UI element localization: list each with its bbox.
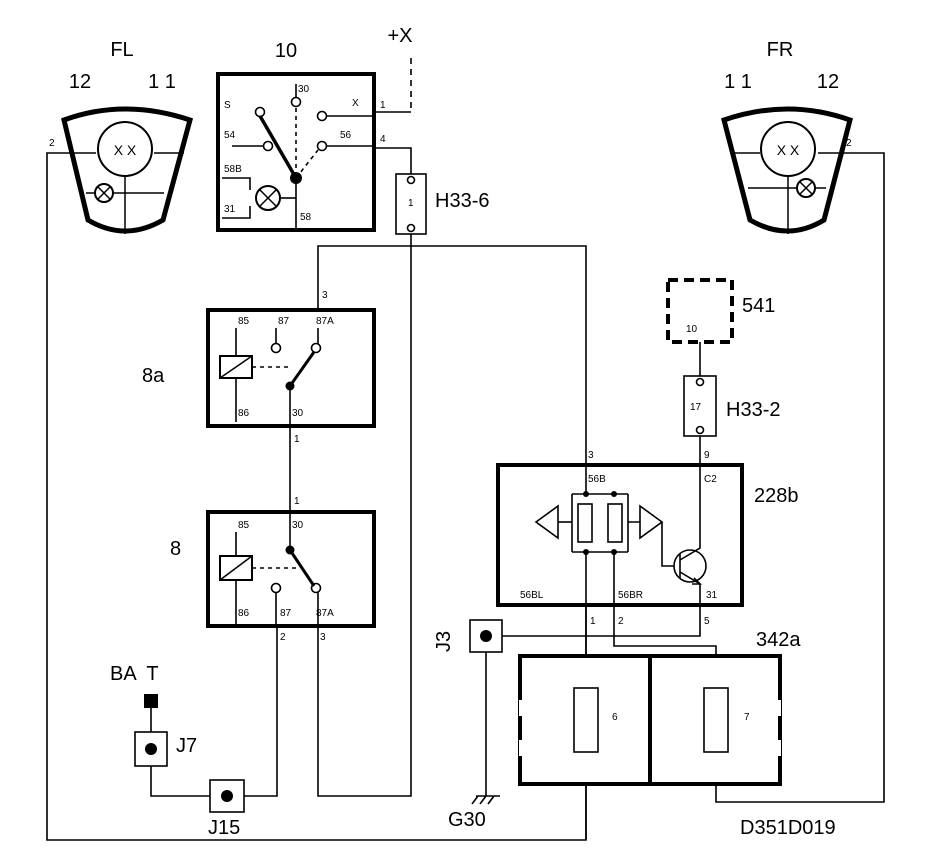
lamp-fr-pin-a: 1 1 — [724, 71, 752, 93]
relay-8a-pin-bottom: 1 — [294, 434, 300, 445]
lamp-fl-label: FL — [110, 39, 133, 61]
wire-h33-6-down — [317, 232, 412, 797]
connector-h33-2: 17 H33-2 — [683, 375, 780, 437]
relay-8: 8 85 30 86 87 87A 1 2 3 — [170, 496, 376, 643]
module-541: 541 10 — [666, 278, 775, 344]
switch-10-term-s: S — [224, 100, 231, 111]
junction-j3: J3 — [433, 619, 503, 653]
switch-10-term-54: 54 — [224, 130, 236, 141]
h33-6-label: H33-6 — [435, 190, 489, 212]
switch-10-term-x: X — [352, 98, 359, 109]
h33-6-pin: 1 — [408, 198, 414, 209]
light-switch-10: 10 S 30 X 54 56 58B 31 58 1 4 — [216, 40, 386, 232]
module-228b-label: 228b — [754, 485, 799, 507]
lamp-front-right: X X FR 1 1 12 2 — [720, 39, 853, 234]
junction-j3-label: J3 — [433, 631, 455, 652]
module-541-pin: 10 — [686, 324, 698, 335]
module-228b-term-56b: 56B — [588, 474, 606, 485]
fuse-7-label: 7 — [744, 712, 750, 723]
fuse-box-342a-label: 342a — [756, 629, 801, 651]
battery-label: BA T — [110, 663, 159, 685]
junction-j15: J15 — [208, 779, 245, 839]
lamp-fl-pin-b: 1 1 — [148, 71, 176, 93]
relay-8-term-30: 30 — [292, 520, 304, 531]
relay-8a-pin-top: 3 — [322, 290, 328, 301]
switch-10-term-58: 58 — [300, 212, 312, 223]
relay-8-term-87a: 87A — [316, 608, 334, 619]
fuse-box-342a: 342a 6 7 — [518, 629, 801, 786]
module-228b-pin-56bl: 1 — [590, 616, 596, 627]
switch-10-term-58b: 58B — [224, 164, 242, 175]
module-228b: 228b 56B C2 56BL 56BR 31 3 9 1 2 5 — [496, 450, 799, 627]
wire-j7-j15 — [150, 766, 210, 797]
relay-8a-term-87: 87 — [278, 316, 290, 327]
switch-10-pin-56: 4 — [380, 134, 386, 145]
relay-8a-term-30: 30 — [292, 408, 304, 419]
module-228b-pin-31: 5 — [704, 616, 710, 627]
relay-8a-term-87a: 87A — [316, 316, 334, 327]
supply-label: +X — [387, 25, 412, 47]
module-228b-term-56bl: 56BL — [520, 590, 544, 601]
lamp-fr-bulb-symbol: X X — [777, 142, 800, 158]
wire-56-h33-6 — [374, 147, 412, 176]
module-228b-term-31: 31 — [706, 590, 718, 601]
wire-31-j3 — [502, 604, 701, 637]
ground-g30-label: G30 — [448, 809, 486, 831]
switch-10-term-56: 56 — [340, 130, 352, 141]
lamp-fr-pin-b: 12 — [817, 71, 839, 93]
relay-8a-term-86: 86 — [238, 408, 250, 419]
lamp-fl-pin-a: 12 — [69, 71, 91, 93]
wire-87a-228b — [317, 245, 587, 465]
lamp-front-left: X X FL 12 1 1 2 — [49, 39, 194, 234]
relay-8-pin-87a: 3 — [320, 632, 326, 643]
module-228b-pin-c2: 9 — [704, 450, 710, 461]
connector-h33-6: 1 H33-6 — [395, 173, 489, 235]
module-541-label: 541 — [742, 295, 775, 317]
ground-g30: G30 — [448, 795, 500, 831]
h33-2-pin: 17 — [690, 402, 702, 413]
fuse-6-label: 6 — [612, 712, 618, 723]
module-228b-pin-56br: 2 — [618, 616, 624, 627]
diagram-code: D351D019 — [740, 817, 836, 839]
lamp-fl-pin-conn: 2 — [49, 138, 55, 149]
junction-j7: J7 — [134, 731, 197, 767]
wire-87-j15 — [244, 626, 278, 797]
module-228b-term-c2: C2 — [704, 474, 717, 485]
relay-8-pin-top: 1 — [294, 496, 300, 507]
lamp-fr-pin-conn: 2 — [846, 138, 852, 149]
switch-10-label: 10 — [275, 40, 297, 62]
relay-8-pin-87: 2 — [280, 632, 286, 643]
relay-8-label: 8 — [170, 538, 181, 560]
relay-8a: 8a 85 87 87A 86 30 3 1 — [142, 290, 376, 445]
module-228b-term-56br: 56BR — [618, 590, 643, 601]
junction-j15-label: J15 — [208, 817, 240, 839]
lamp-fl-bulb-symbol: X X — [114, 142, 137, 158]
relay-8a-term-85: 85 — [238, 316, 250, 327]
switch-10-pin-x: 1 — [380, 100, 386, 111]
lamp-fr-label: FR — [767, 39, 794, 61]
relay-8-term-85: 85 — [238, 520, 250, 531]
relay-8-term-87: 87 — [280, 608, 292, 619]
module-228b-pin-56b: 3 — [588, 450, 594, 461]
relay-8a-label: 8a — [142, 365, 165, 387]
switch-10-term-30: 30 — [298, 84, 310, 95]
h33-2-label: H33-2 — [726, 399, 780, 421]
switch-10-term-31: 31 — [224, 204, 236, 215]
relay-8-term-86: 86 — [238, 608, 250, 619]
battery-terminal: BA T — [110, 663, 159, 708]
junction-j7-label: J7 — [176, 735, 197, 757]
